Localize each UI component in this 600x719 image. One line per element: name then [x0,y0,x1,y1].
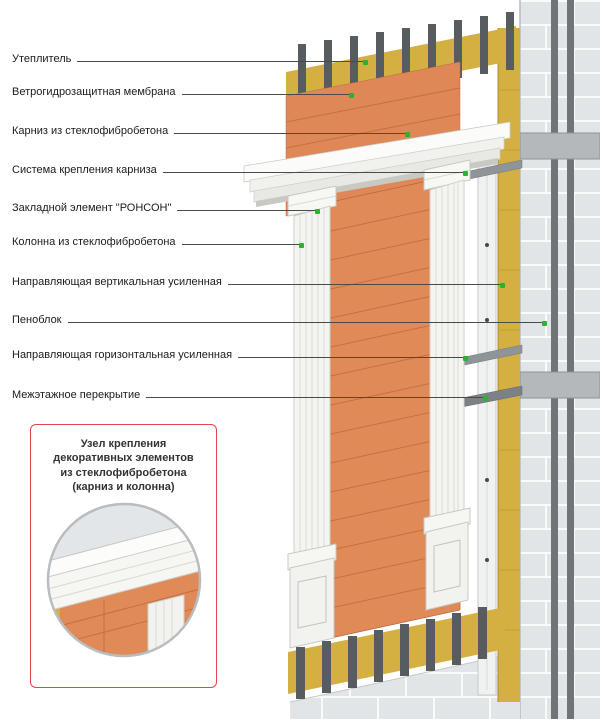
leader-dot [542,321,547,326]
bottom-rails [296,607,487,699]
leader-dot [405,132,410,137]
leader-dot [363,60,368,65]
callout-insulation-label: Утеплитель [12,53,72,65]
callout-horizontal-guide-label: Направляющая горизонтальная усиленная [12,349,233,361]
bottom-substructure [288,607,505,699]
leader-line [227,284,500,289]
leader-dot [500,283,505,288]
callout-floor-slab-label: Межэтажное перекрытие [12,389,141,401]
left-flutes [299,208,325,564]
callout-column: Колонна из стеклофибробетона [12,235,304,249]
detail-inset: Узел крепления декоративных элементов из… [30,424,217,688]
callout-membrane: Ветрогидрозащитная мембрана [12,85,354,99]
callout-foam-block: Пеноблок [12,313,547,327]
wall-rails [551,0,574,719]
leader-line [177,210,315,215]
callout-foam-block-label: Пеноблок [12,314,62,326]
callout-cornice-label: Карниз из стеклофибробетона [12,125,169,137]
callout-insulation: Утеплитель [12,52,368,66]
callout-cornice: Карниз из стеклофибробетона [12,124,410,138]
leader-dot [483,396,488,401]
detail-circle-border [46,502,201,658]
callout-cornice-fastening: Система крепления карниза [12,163,468,177]
leader-line [162,172,463,177]
detail-inset-title: Узел крепления декоративных элементов из… [53,438,194,493]
leader-line [181,244,299,249]
leader-dot [349,93,354,98]
detail-figure [46,502,201,658]
callout-membrane-label: Ветрогидрозащитная мембрана [12,86,176,98]
leader-line [181,94,349,99]
callout-cornice-fastening-label: Система крепления карниза [12,164,157,176]
left-pedestal [289,557,335,649]
left-column [287,185,337,649]
detail-cornice-body [47,535,200,613]
callout-embedded-element: Закладной элемент "РОНСОН" [12,201,320,215]
leader-line [67,322,542,327]
leader-line [77,61,363,66]
panel-joints [293,202,461,617]
leader-dot [299,243,304,248]
leader-dot [463,171,468,176]
callout-floor-slab: Межэтажное перекрытие [12,388,488,402]
callout-embedded-element-label: Закладной элемент "РОНСОН" [12,202,172,214]
callout-horizontal-guide: Направляющая горизонтальная усиленная [12,348,468,362]
callout-column-label: Колонна из стеклофибробетона [12,236,176,248]
leader-line [146,397,483,402]
facade-panels [293,173,461,647]
callout-vertical-guide: Направляющая вертикальная усиленная [12,275,505,289]
leader-line [174,133,405,138]
masonry-wall [519,0,600,719]
right-flutes [435,183,459,524]
right-column [423,159,471,611]
callout-vertical-guide-label: Направляющая вертикальная усиленная [12,276,222,288]
right-pedestal [425,521,469,611]
top-rails [298,12,514,102]
fastening-brackets [454,159,523,408]
floor-slabs [519,132,600,399]
leader-line [238,357,463,362]
leader-dot [315,209,320,214]
leader-dot [463,356,468,361]
detail-cornice-crown [47,519,200,583]
